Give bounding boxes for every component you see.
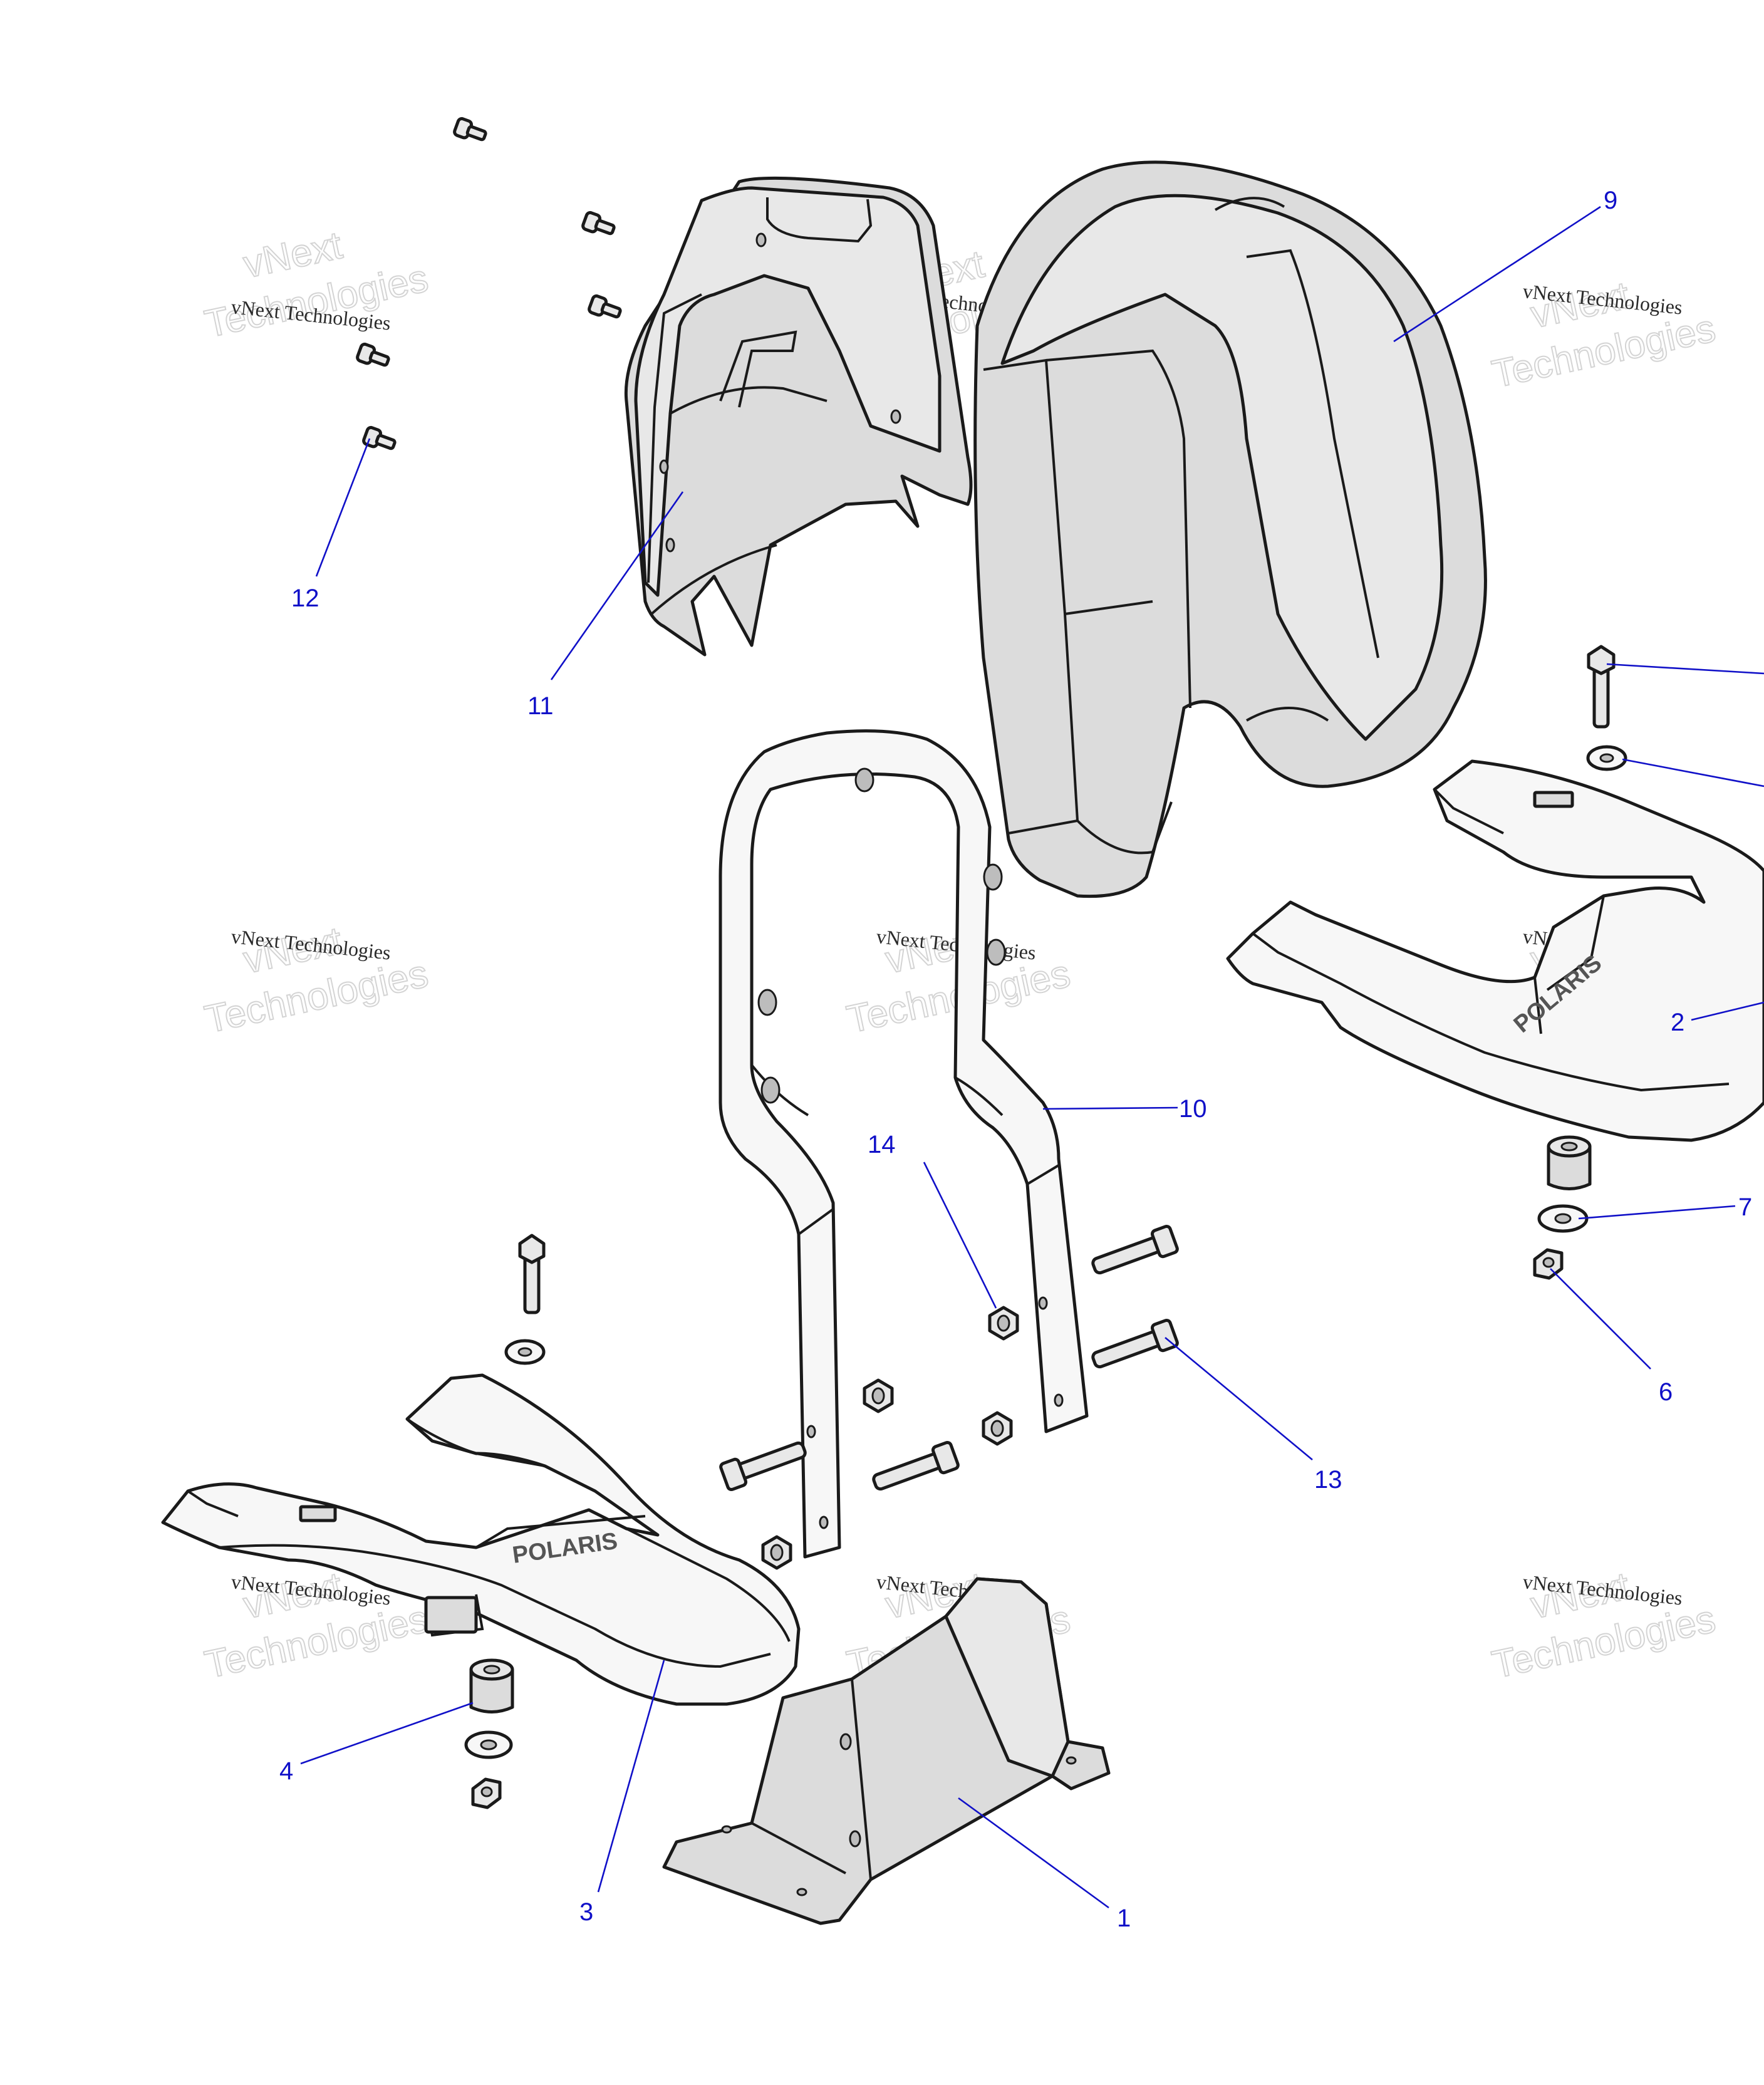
callout-14[interactable]: 14 xyxy=(868,1131,896,1158)
callout-labels: 9 12 11 2 10 14 7 6 13 4 3 1 xyxy=(279,187,1752,1932)
part-9-backrest-pad[interactable] xyxy=(973,160,1487,898)
watermark-top-right: vNext Technologies xyxy=(1488,273,1720,397)
callout-11[interactable]: 11 xyxy=(527,692,554,720)
watermark-mid-center: vNext Technologies xyxy=(843,918,1074,1042)
leader-lines xyxy=(300,205,1764,1909)
part-3-grab-bar-left[interactable]: POLARIS xyxy=(161,1234,801,1706)
watermark-mid-left: vNext Technologies xyxy=(200,918,432,1042)
part-14-nuts[interactable] xyxy=(761,1306,1019,1570)
callout-4[interactable]: 4 xyxy=(279,1757,293,1785)
callout-6[interactable]: 6 xyxy=(1659,1378,1673,1406)
part-2-bolt xyxy=(1586,645,1627,771)
part-2-grab-bar-right[interactable]: POLARIS xyxy=(1226,645,1764,1142)
callout-10[interactable]: 10 xyxy=(1179,1095,1207,1123)
part-7-spacer-right[interactable] xyxy=(1537,1135,1592,1233)
part-10-support-hoop[interactable] xyxy=(719,729,1089,1559)
part-4-spacer-left[interactable] xyxy=(464,1658,514,1809)
callout-9[interactable]: 9 xyxy=(1604,187,1617,214)
callout-1[interactable]: 1 xyxy=(1117,1905,1131,1932)
part-13-bolts[interactable] xyxy=(719,1224,1179,1497)
part-6-nut-right[interactable] xyxy=(1533,1248,1564,1280)
part-3-bolt xyxy=(504,1234,546,1365)
watermark-bottom-right: vNext Technologies xyxy=(1488,1564,1720,1687)
callout-7[interactable]: 7 xyxy=(1738,1193,1752,1221)
callout-13[interactable]: 13 xyxy=(1314,1466,1342,1494)
callout-12[interactable]: 12 xyxy=(291,585,319,612)
callout-3[interactable]: 3 xyxy=(579,1898,593,1926)
part-12-screws[interactable] xyxy=(356,117,623,454)
part-1-mounting-bracket[interactable] xyxy=(662,1577,1111,1925)
part-11-back-cover[interactable] xyxy=(624,176,973,657)
callout-2[interactable]: 2 xyxy=(1671,1009,1684,1036)
